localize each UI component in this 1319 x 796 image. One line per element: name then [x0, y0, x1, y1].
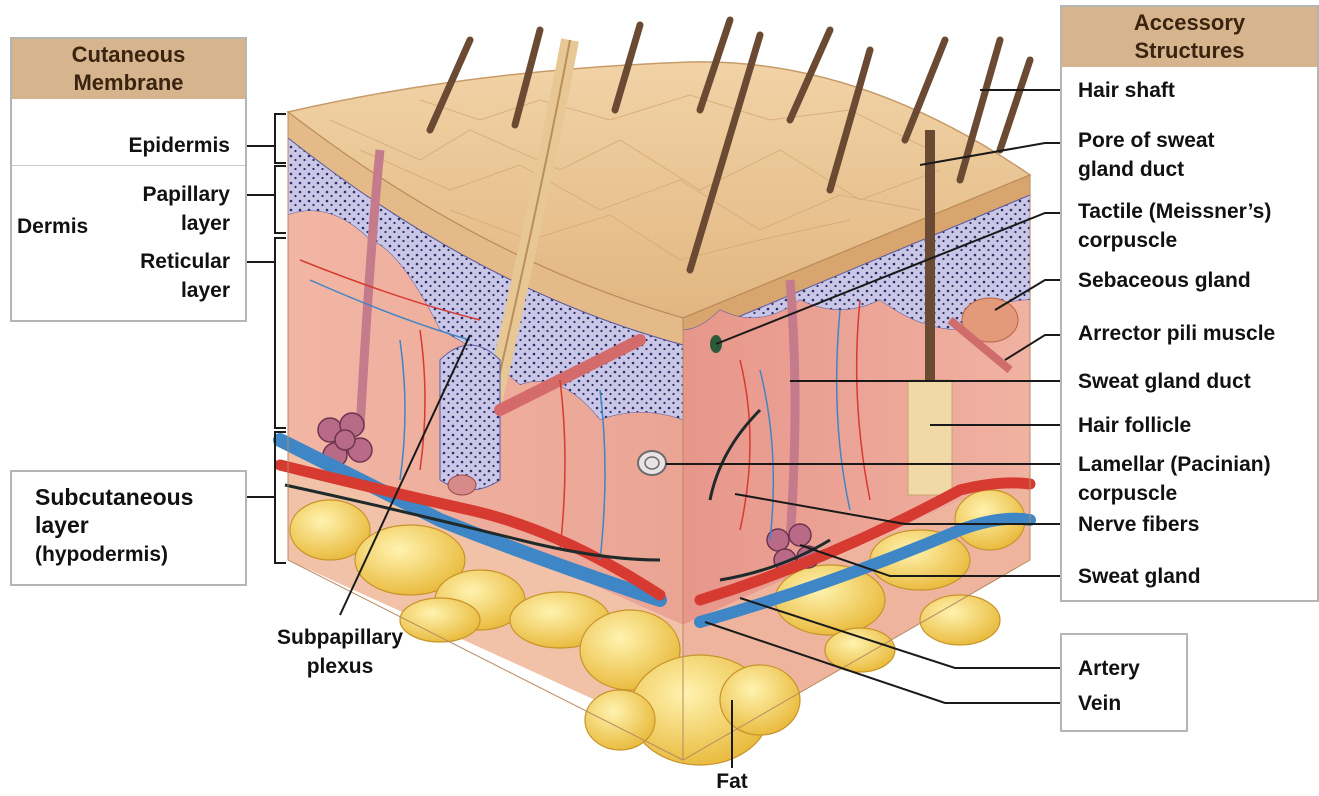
papillary-layer-label: Papillary layer	[110, 180, 230, 238]
hair-shaft-label: Hair shaft	[1078, 76, 1175, 105]
hypodermis-label: (hypodermis)	[35, 540, 168, 569]
fat-label: Fat	[700, 767, 764, 796]
left-panel-divider	[12, 165, 245, 166]
vein-label: Vein	[1078, 689, 1121, 718]
arrector-pili-muscle-label: Arrector pili muscle	[1078, 319, 1275, 348]
sweat-gland-label: Sweat gland	[1078, 562, 1201, 591]
subpapillary-plexus-label: Subpapillary plexus	[250, 623, 430, 681]
sweat-gland-duct-label: Sweat gland duct	[1078, 367, 1251, 396]
hair-follicle-label: Hair follicle	[1078, 411, 1191, 440]
dermis-label: Dermis	[17, 212, 88, 241]
tactile-corpuscle-label: Tactile (Meissner’s) corpuscle	[1078, 197, 1313, 255]
lamellar-corpuscle-label: Lamellar (Pacinian) corpuscle	[1078, 450, 1316, 508]
cutaneous-membrane-heading: Cutaneous Membrane	[12, 39, 245, 99]
sebaceous-gland-label: Sebaceous gland	[1078, 266, 1251, 295]
artery-label: Artery	[1078, 654, 1140, 683]
pore-of-sweat-gland-duct-label: Pore of sweat gland duct	[1078, 126, 1248, 184]
accessory-structures-heading: Accessory Structures	[1062, 7, 1317, 67]
reticular-layer-label: Reticular layer	[110, 247, 230, 305]
subcutaneous-title-line1: Subcutaneous	[35, 483, 193, 512]
epidermis-label: Epidermis	[60, 131, 230, 160]
subcutaneous-title-line2: layer	[35, 511, 89, 540]
nerve-fibers-label: Nerve fibers	[1078, 510, 1199, 539]
